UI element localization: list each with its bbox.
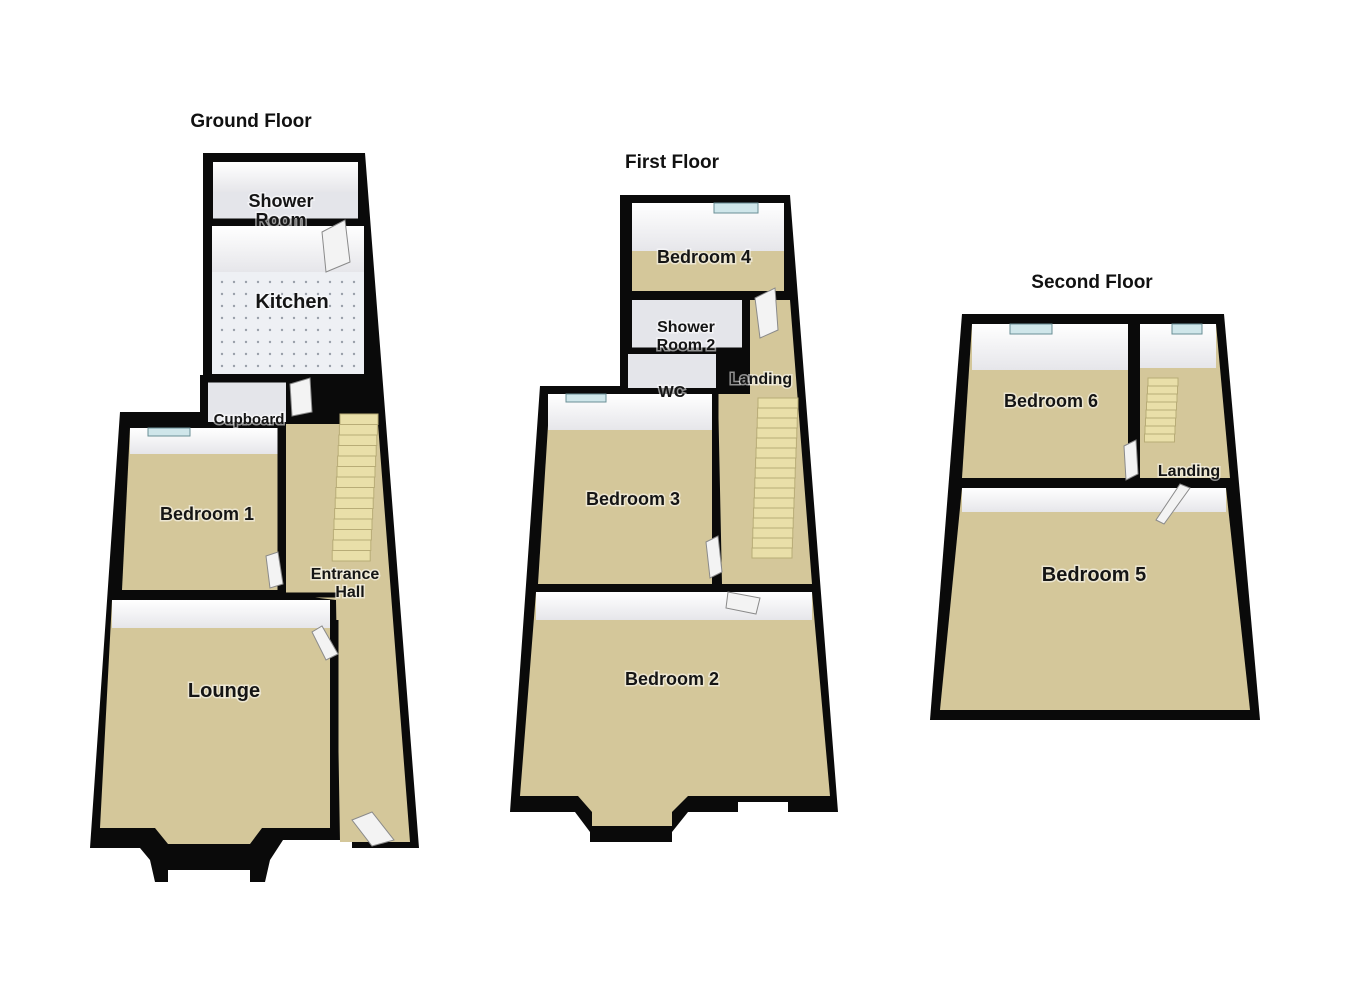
first-landing-label: Landing [730,371,792,388]
bedroom3-floor [538,394,712,584]
stair-step [755,447,797,459]
stair-step [756,417,798,429]
bedroom6-door [1123,439,1139,481]
bedroom2-label: Bedroom 2 [625,669,719,689]
stair-step [334,497,374,509]
stair-step [753,497,795,509]
ground-floor-title: Ground Floor [190,111,312,132]
bedroom1-door [265,551,284,589]
lounge-floor [100,600,330,844]
stair-step [755,457,797,469]
lounge-door [311,625,339,661]
bedroom2-floor [520,592,830,826]
shower-room2-floor [632,300,742,348]
entrance-hall-label-line2: Hall [335,584,364,601]
stair-step [337,445,377,457]
bedroom1-label: Bedroom 1 [160,504,254,524]
stair-step [1144,425,1176,435]
bedroom2-door [725,591,761,615]
stair-step [332,529,372,541]
stair-step [1145,409,1177,419]
second-landing-label: Landing [1158,463,1220,480]
stair-step [755,437,797,449]
stair-step [753,487,795,499]
entrance-hall-label-line1: Entrance [311,566,380,583]
front-door [351,811,395,847]
ground-floor-staircase [331,413,379,562]
bedroom4-window [713,202,759,214]
bedroom3-window [565,393,607,403]
stair-step [338,424,378,436]
lounge-back-wall [112,600,330,628]
stair-step [756,427,798,439]
stair-step [339,413,379,425]
wc-floor [628,354,716,388]
shower-room-label-line1: Shower [248,191,313,211]
second-floor-staircase [1144,377,1179,443]
shower-room-back-wall [213,162,358,192]
stair-step [751,547,793,559]
stair-step [337,455,377,467]
stair-step [331,550,371,562]
stair-step [338,434,378,446]
entrance-hall-floor [286,424,410,842]
shower-room2-label-line2: Room 2 [657,337,716,354]
stair-step [335,476,375,488]
second-floor-title: Second Floor [1031,272,1153,293]
bedroom3-label: Bedroom 3 [586,489,680,509]
landing-door [754,287,779,339]
kitchen-label: Kitchen [255,291,328,313]
stair-step [335,487,375,499]
stair-step [334,508,374,520]
stair-step [757,397,799,409]
bedroom2-back-wall [536,592,812,620]
lounge-label: Lounge [188,680,260,702]
bedroom4-label: Bedroom 4 [657,247,751,267]
stair-step [1145,417,1176,427]
stair-step [752,517,794,529]
stair-step [753,507,795,519]
bedroom3-door [705,535,723,579]
stair-step [752,527,794,539]
bedroom1-window [147,427,191,437]
stair-step [754,467,796,479]
stair-step [1146,393,1178,403]
stair-step [332,539,372,551]
stair-step [1147,385,1178,395]
kitchen-door [321,219,351,273]
bedroom4-back-wall [632,203,784,251]
cupboard-label: Cupboard [214,411,285,428]
second-floor: Second Floor Bedroom 6 Landing Bedroom 5 [930,272,1260,720]
second-landing-window [1171,323,1203,335]
first-floor-staircase [751,397,799,559]
wc-label: WC [659,384,686,401]
shower-room-label-line2: Room [256,210,307,230]
bedroom1-floor [122,428,278,590]
bedroom6-label: Bedroom 6 [1004,391,1098,411]
bedroom5-label: Bedroom 5 [1042,564,1146,586]
stair-step [1146,401,1177,411]
shower-room2-label-line1: Shower [657,319,715,336]
stair-step [336,466,376,478]
cupboard-floor [208,382,286,422]
bedroom5-floor [940,488,1250,710]
stair-step [757,407,799,419]
bedroom5-door [1155,483,1191,525]
stair-step [1147,377,1179,387]
ground-floor: Ground Floor Shower Room [90,111,419,882]
stair-step [751,537,793,549]
stair-step [333,518,373,530]
first-floor: First Floor Bedroom 4 Shower Room 2 [510,152,838,842]
cupboard-door [289,377,313,417]
first-floor-title: First Floor [625,152,720,173]
stair-step [1144,433,1175,443]
stair-step [754,477,796,489]
bedroom6-window [1009,323,1053,335]
